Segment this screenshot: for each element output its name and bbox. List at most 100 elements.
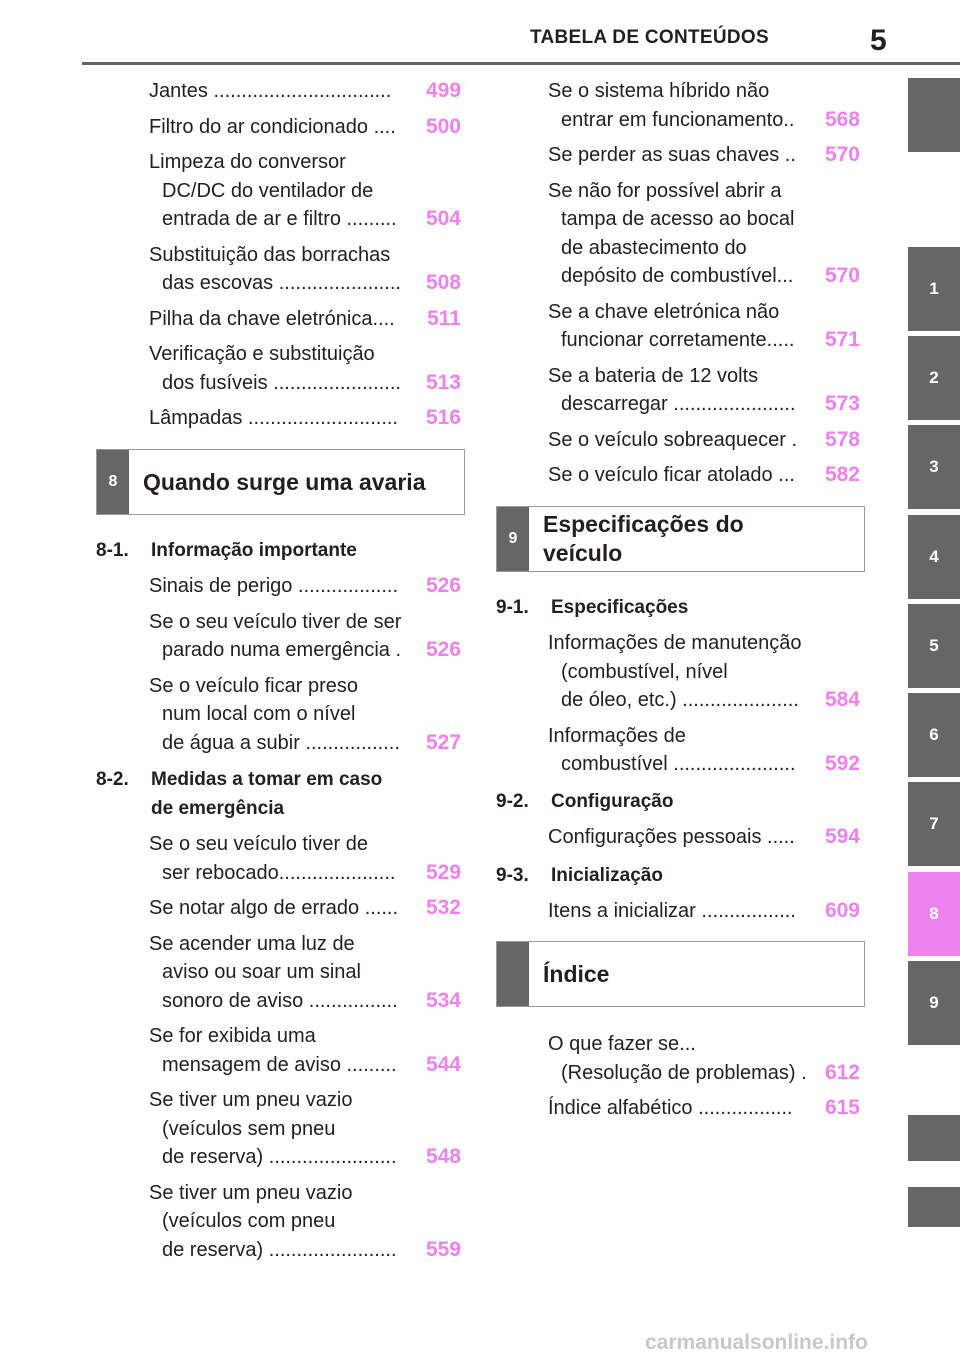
toc-entry[interactable]: Se perder as suas chaves ..570 <box>548 141 860 170</box>
toc-entry-text: Se notar algo de errado ......532 <box>149 894 461 923</box>
chapter-tab-3[interactable]: 3 <box>908 425 960 509</box>
page-link[interactable]: 548 <box>425 1145 461 1168</box>
toc-entry[interactable]: Sinais de perigo ..................526 <box>149 572 461 601</box>
toc-entry-text: de óleo, etc.) .....................584 <box>548 686 860 715</box>
toc-entry[interactable]: Configurações pessoais .....594 <box>548 823 860 852</box>
page-link[interactable]: 615 <box>824 1096 860 1119</box>
toc-entry[interactable]: Itens a inicializar .................609 <box>548 897 860 926</box>
toc-entry-text: Se o veículo ficar preso <box>149 674 358 697</box>
page-link[interactable]: 544 <box>425 1052 461 1076</box>
toc-entry-text: de reserva) .......................559 <box>149 1236 461 1265</box>
toc-entry-text: Se a chave eletrónica não <box>548 300 780 323</box>
chapter-tab-9[interactable]: 9 <box>908 961 960 1045</box>
chapter-tab-8[interactable]: 8 <box>908 872 960 956</box>
page-link[interactable]: 513 <box>425 370 461 394</box>
chapter-tab-5[interactable]: 5 <box>908 604 960 688</box>
page-link[interactable]: 527 <box>425 730 461 754</box>
toc-entry[interactable]: Pilha da chave eletrónica....511 <box>149 305 461 334</box>
section-heading-9-1: 9-1.Especificações <box>496 594 688 623</box>
toc-entry[interactable]: Filtro do ar condicionado ....500 <box>149 113 461 142</box>
page-link[interactable]: 532 <box>425 896 461 919</box>
toc-entry[interactable]: O que fazer se...(Resolução de problemas… <box>548 1030 860 1087</box>
page-link[interactable]: 526 <box>425 638 461 661</box>
chapter-title-line: Quando surge uma avaria <box>143 468 426 495</box>
chapter-tab-4[interactable]: 4 <box>908 515 960 599</box>
page-link[interactable]: 568 <box>824 107 860 131</box>
page-link[interactable]: 534 <box>425 988 461 1012</box>
page-link[interactable]: 499 <box>425 79 461 102</box>
toc-entry-text: entrada de ar e filtro .........504 <box>149 205 461 234</box>
page-link[interactable]: 594 <box>824 825 860 848</box>
toc-entry-text: (combustível, nível <box>561 660 728 683</box>
page-link[interactable]: 511 <box>427 306 461 330</box>
section-number: 9-3. <box>496 865 529 886</box>
chapter-tab-2[interactable]: 2 <box>908 336 960 420</box>
toc-entry-text: entrar em funcionamento..568 <box>548 106 860 135</box>
chapter-tab-6[interactable]: 6 <box>908 693 960 777</box>
toc-entry-text: Se tiver um pneu vazio <box>149 1181 353 1204</box>
page-link[interactable]: 500 <box>425 114 461 138</box>
page-link[interactable]: 570 <box>824 264 860 287</box>
section-heading-9-3: 9-3. Inicialização <box>496 862 663 891</box>
toc-entry-text: Verificação e substituição <box>149 343 375 365</box>
toc-entry[interactable]: Lâmpadas ...........................516 <box>149 404 461 433</box>
section-number: 8-1. <box>96 540 129 561</box>
toc-entry-text: de água a subir .................527 <box>149 729 461 758</box>
watermark: carmanualsonline.info <box>645 1331 868 1354</box>
toc-entry[interactable]: Se notar algo de errado ......532 <box>149 894 461 923</box>
page-link[interactable]: 526 <box>425 574 461 597</box>
page-link[interactable]: 504 <box>425 207 461 230</box>
page-link[interactable]: 529 <box>425 860 461 884</box>
chapter-title-line: veículo <box>543 540 623 566</box>
chapter-tab-blank-top <box>908 78 960 152</box>
page-link[interactable]: 584 <box>824 688 860 711</box>
page-link[interactable]: 609 <box>824 899 860 922</box>
chapter-tab-blank-1[interactable] <box>908 1115 960 1161</box>
toc-entry[interactable]: Se o veículo sobreaquecer .578 <box>548 426 860 455</box>
page-link[interactable]: 592 <box>824 752 860 775</box>
page-link[interactable]: 573 <box>824 392 860 415</box>
toc-entry[interactable]: Se tiver um pneu vazio(veículos com pneu… <box>149 1179 461 1265</box>
page-link[interactable]: 570 <box>824 143 860 166</box>
toc-entry[interactable]: Se tiver um pneu vazio(veículos sem pneu… <box>149 1086 461 1172</box>
page-link[interactable]: 571 <box>824 328 860 351</box>
section-title-line2: de emergência <box>151 797 285 819</box>
chapter-tab-7[interactable]: 7 <box>908 782 960 866</box>
page-link[interactable]: 508 <box>425 271 461 294</box>
section-heading-9-2: 9-2.Configuração <box>496 788 673 817</box>
toc-entry[interactable]: Se o veículo ficar atolado ...582 <box>548 461 860 490</box>
section-title: Inicialização <box>551 865 663 886</box>
toc-entry-text: Informações de <box>548 724 686 747</box>
page-link[interactable]: 559 <box>425 1237 461 1261</box>
page-link[interactable]: 612 <box>824 1060 860 1084</box>
toc-entry-text: (Resolução de problemas) .612 <box>548 1059 860 1088</box>
toc-entry-text: de abastecimento do <box>561 236 747 259</box>
toc-entry[interactable]: Jantes ................................4… <box>149 77 461 106</box>
toc-entry-text: mensagem de aviso .........544 <box>149 1051 461 1080</box>
chapter-tab-blank-2[interactable] <box>908 1187 960 1227</box>
toc-entry[interactable]: Índice alfabético .................615 <box>548 1094 860 1123</box>
toc-entry-text: Se perder as suas chaves ..570 <box>548 141 860 170</box>
page-link[interactable]: 578 <box>824 427 860 451</box>
page-link[interactable]: 516 <box>425 406 461 429</box>
toc-entry-text: das escovas ......................508 <box>149 269 461 298</box>
toc-entry[interactable]: Informações de manutenção(combustível, n… <box>548 629 860 715</box>
page-link[interactable]: 582 <box>824 463 860 486</box>
chapter-badge <box>497 942 529 1006</box>
chapter-title: Quando surge uma avaria <box>143 468 425 497</box>
chapter-tab-1[interactable]: 1 <box>908 247 960 331</box>
toc-entry-text: Se o veículo sobreaquecer .578 <box>548 426 860 455</box>
